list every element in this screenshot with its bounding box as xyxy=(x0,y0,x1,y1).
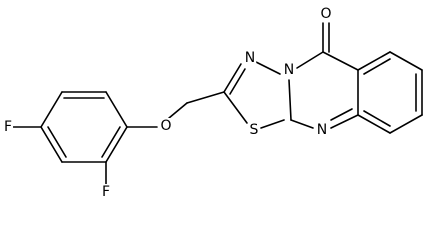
bond xyxy=(288,79,292,121)
bond xyxy=(389,114,423,134)
atom-label-background xyxy=(282,62,296,78)
bond xyxy=(186,91,225,104)
bonds xyxy=(11,22,423,191)
bond xyxy=(40,126,63,163)
bond xyxy=(168,102,188,119)
bond xyxy=(296,51,324,69)
bond xyxy=(363,110,391,127)
bond xyxy=(105,91,128,128)
bond xyxy=(223,63,242,93)
atom-label-background xyxy=(319,6,333,22)
bond xyxy=(229,68,246,95)
atom-label-nitrogen: N xyxy=(245,50,255,66)
bond xyxy=(330,108,353,121)
atom-label-oxygen-ether: O xyxy=(160,118,171,134)
structure-diagram: O N N S N O F F xyxy=(2,6,423,200)
bond xyxy=(105,126,128,163)
bond xyxy=(330,114,359,129)
bond xyxy=(47,126,67,158)
bond xyxy=(363,58,391,75)
bond xyxy=(322,51,359,71)
atom-labels: O N N S N O F F xyxy=(2,6,333,200)
atom-label-nitrogen: N xyxy=(317,122,327,138)
atom-label-oxygen-carbonyl: O xyxy=(320,6,331,22)
bond xyxy=(290,119,314,129)
atom-label-background xyxy=(100,184,112,200)
bond xyxy=(260,119,285,129)
atom-label-background xyxy=(315,122,329,138)
atom-label-fluorine: F xyxy=(4,119,12,135)
bond xyxy=(101,126,121,158)
bond xyxy=(223,91,248,124)
atom-label-sulfur: S xyxy=(250,122,259,138)
bond xyxy=(357,114,391,134)
atom-label-nitrogen: N xyxy=(284,62,294,78)
bond xyxy=(357,51,391,71)
atom-label-background xyxy=(243,50,257,66)
atom-label-fluorine: F xyxy=(102,184,110,200)
atom-label-background xyxy=(2,119,14,135)
bond xyxy=(40,91,63,128)
bond xyxy=(389,51,423,71)
bond xyxy=(255,61,281,75)
atom-label-background xyxy=(248,122,260,138)
atom-label-background xyxy=(159,118,173,134)
